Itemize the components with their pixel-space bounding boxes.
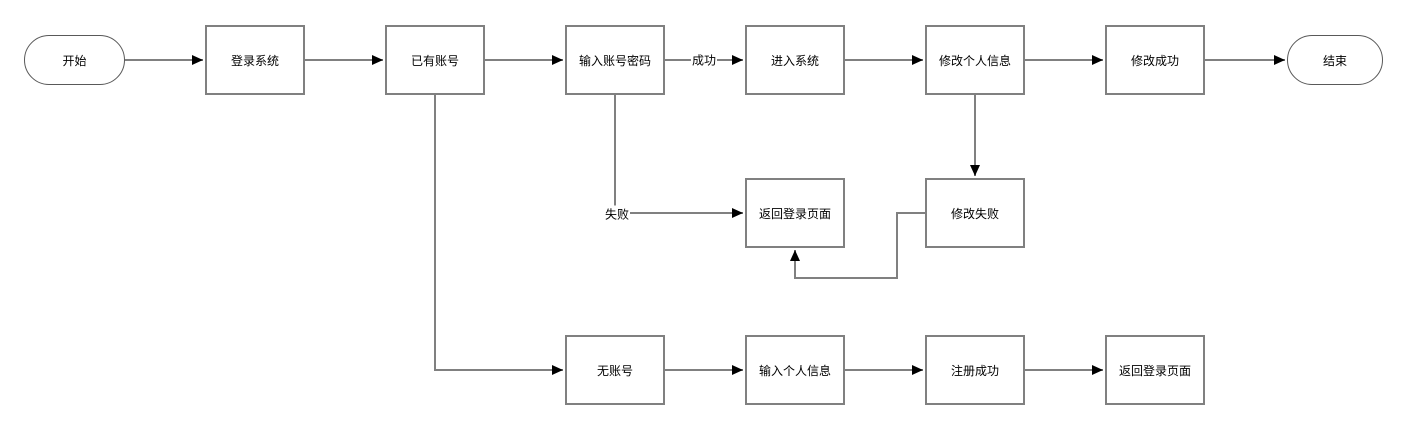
- edge-label-failure: 失败: [603, 205, 631, 223]
- edge-label-success: 成功: [690, 51, 718, 69]
- node-modify-success: 修改成功: [1105, 25, 1205, 95]
- node-register-success: 注册成功: [925, 335, 1025, 405]
- node-enter-system: 进入系统: [745, 25, 845, 95]
- node-start: 开始: [24, 35, 125, 85]
- node-enter-credentials: 输入账号密码: [565, 25, 665, 95]
- edge-enter-credentials-to-return-login-failure: [614, 95, 743, 218]
- node-end: 结束: [1287, 35, 1383, 85]
- node-login-system: 登录系统: [205, 25, 305, 95]
- node-no-account: 无账号: [565, 335, 665, 405]
- edge-has-account-to-no-account: [434, 95, 563, 375]
- node-enter-personal-info: 输入个人信息: [745, 335, 845, 405]
- node-modify-fail: 修改失败: [925, 178, 1025, 248]
- node-return-login-mid: 返回登录页面: [745, 178, 845, 248]
- edge-modify-fail-to-return-login: [790, 212, 925, 279]
- node-has-account: 已有账号: [385, 25, 485, 95]
- node-return-login-bottom: 返回登录页面: [1105, 335, 1205, 405]
- node-modify-personal-info: 修改个人信息: [925, 25, 1025, 95]
